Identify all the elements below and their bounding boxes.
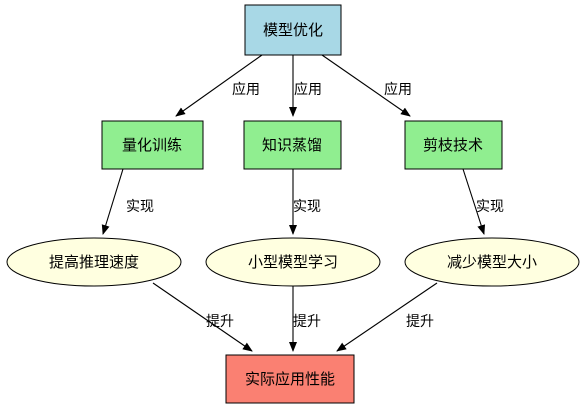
node-prune: 剪枝技术 xyxy=(404,120,503,170)
node-result: 实际应用性能 xyxy=(225,354,355,404)
edge-label-root-prune: 应用 xyxy=(384,81,412,98)
node-distill: 知识蒸馏 xyxy=(243,120,342,170)
node-root: 模型优化 xyxy=(244,4,342,56)
node-root-label: 模型优化 xyxy=(263,21,323,39)
edge-label-small-result: 提升 xyxy=(293,314,321,330)
node-small-label: 小型模型学习 xyxy=(248,253,338,271)
edge-label-root-quant: 应用 xyxy=(232,81,260,98)
edge-labels: 应用 应用 应用 实现 实现 实现 提升 提升 提升 xyxy=(126,81,504,330)
node-quant: 量化训练 xyxy=(101,120,204,170)
node-result-label: 实际应用性能 xyxy=(245,370,335,388)
node-reduce: 减少模型大小 xyxy=(404,237,580,287)
node-prune-label: 剪枝技术 xyxy=(423,136,483,154)
edge-label-prune-reduce: 实现 xyxy=(476,199,504,215)
edges xyxy=(101,54,486,352)
node-quant-label: 量化训练 xyxy=(122,136,182,154)
edge-prune-reduce xyxy=(462,168,486,235)
edge-root-prune xyxy=(321,54,411,117)
edge-speed-result xyxy=(152,282,253,352)
edge-label-root-distill: 应用 xyxy=(294,81,322,98)
node-small: 小型模型学习 xyxy=(205,237,381,287)
edge-label-quant-speed: 实现 xyxy=(126,199,154,215)
edge-quant-speed xyxy=(101,168,124,235)
edge-root-quant xyxy=(175,54,263,117)
node-distill-label: 知识蒸馏 xyxy=(262,136,322,154)
node-speed-label: 提高推理速度 xyxy=(49,253,139,271)
node-speed: 提高推理速度 xyxy=(6,237,182,287)
edge-label-speed-result: 提升 xyxy=(206,314,234,330)
node-reduce-label: 减少模型大小 xyxy=(447,253,537,271)
edge-label-distill-small: 实现 xyxy=(293,199,321,215)
edge-label-reduce-result: 提升 xyxy=(406,314,434,330)
edge-reduce-result xyxy=(336,282,438,352)
